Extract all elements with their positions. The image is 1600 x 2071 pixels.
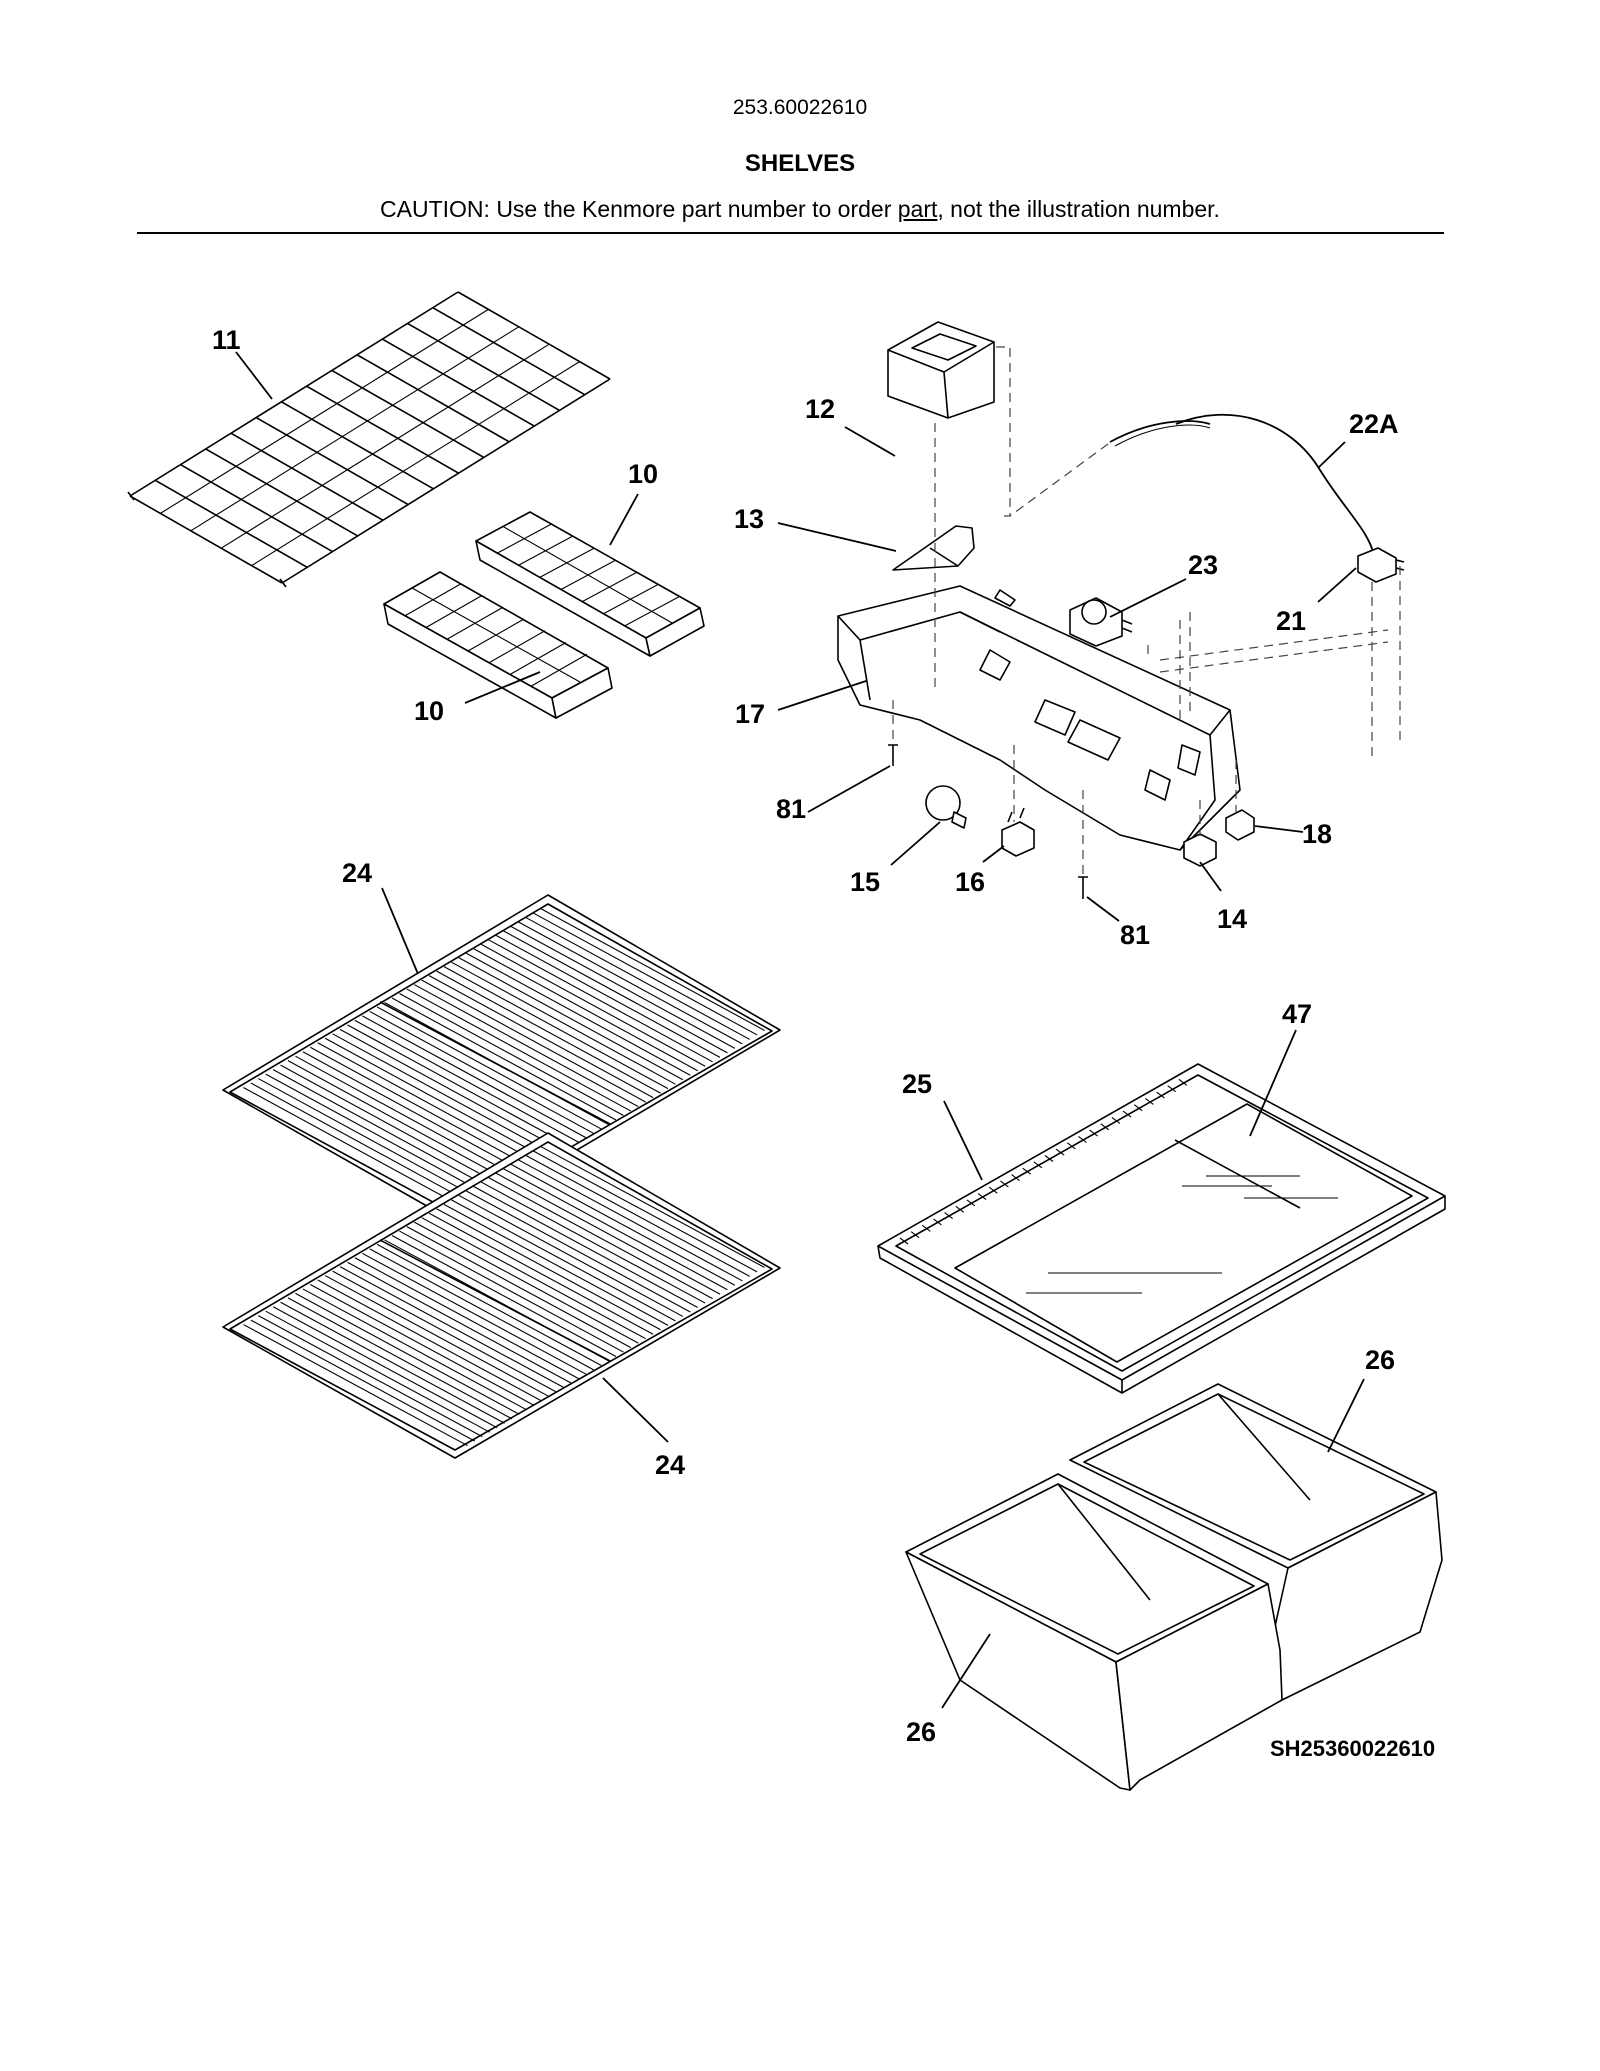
assembly-dashed-guides [892, 346, 1401, 877]
callout-25: 25 [902, 1069, 932, 1099]
part-26-crisper-drawer-front [905, 1473, 1283, 1791]
callout-81-lower: 81 [1120, 920, 1150, 950]
diagram-code: SH25360022610 [1270, 1736, 1435, 1761]
callout-21: 21 [1276, 606, 1306, 636]
callout-16: 16 [955, 867, 985, 897]
leader-lines [235, 351, 1365, 1709]
part-18-knob [1225, 809, 1255, 841]
part-81-screw-upper [888, 744, 898, 766]
callout-18: 18 [1302, 819, 1332, 849]
callout-26-back: 26 [1365, 1345, 1395, 1375]
callout-24-upper: 24 [342, 858, 372, 888]
part-14-switch [1183, 833, 1217, 867]
part-21-connector [1357, 547, 1405, 583]
part-16-socket [1001, 807, 1035, 857]
section-title: SHELVES [744, 150, 856, 177]
callout-24-lower: 24 [655, 1450, 685, 1480]
callouts: 11 10 10 12 13 22A 23 21 17 81 18 15 16 … [212, 325, 1435, 1761]
part-23-timer [1069, 597, 1133, 647]
part-12-cover [887, 321, 995, 419]
header-rule [137, 232, 1444, 234]
part-24-wire-shelf-upper [222, 894, 781, 1223]
model-number: 253.60022610 [732, 96, 868, 119]
callout-47: 47 [1282, 999, 1312, 1029]
callout-12: 12 [805, 394, 835, 424]
callout-15: 15 [850, 867, 880, 897]
caution-text: CAUTION: Use the Kenmore part number to … [380, 196, 898, 222]
callout-10-upper: 10 [628, 459, 658, 489]
callout-17: 17 [735, 699, 765, 729]
part-10-ice-tray-upper [475, 511, 705, 657]
callout-11: 11 [212, 325, 241, 355]
caution-text-end: , not the illustration number. [937, 196, 1220, 222]
callout-14: 14 [1217, 904, 1247, 934]
callout-10-lower: 10 [414, 696, 444, 726]
part-15-bulb [925, 785, 967, 829]
callout-81-upper: 81 [776, 794, 806, 824]
part-22A-harness [1109, 413, 1375, 556]
caution-underlined-word: part [897, 196, 938, 222]
part-24-wire-shelf-lower [222, 1132, 781, 1459]
callout-22A: 22A [1349, 409, 1399, 439]
part-81-screw-lower [1078, 876, 1088, 899]
callout-13: 13 [734, 504, 764, 534]
part-10-ice-tray-lower [383, 571, 613, 719]
caution-note: CAUTION: Use the Kenmore part number to … [0, 196, 1600, 223]
callout-23: 23 [1188, 550, 1218, 580]
part-13-flap [892, 525, 975, 571]
part-26-crisper-drawer-back [1069, 1383, 1443, 1701]
part-11-wire-shelf [127, 291, 611, 588]
callout-26-front: 26 [906, 1717, 936, 1747]
part-25-crisper-cover-frame [877, 1063, 1446, 1394]
part-47-glass-insert [954, 1103, 1413, 1363]
